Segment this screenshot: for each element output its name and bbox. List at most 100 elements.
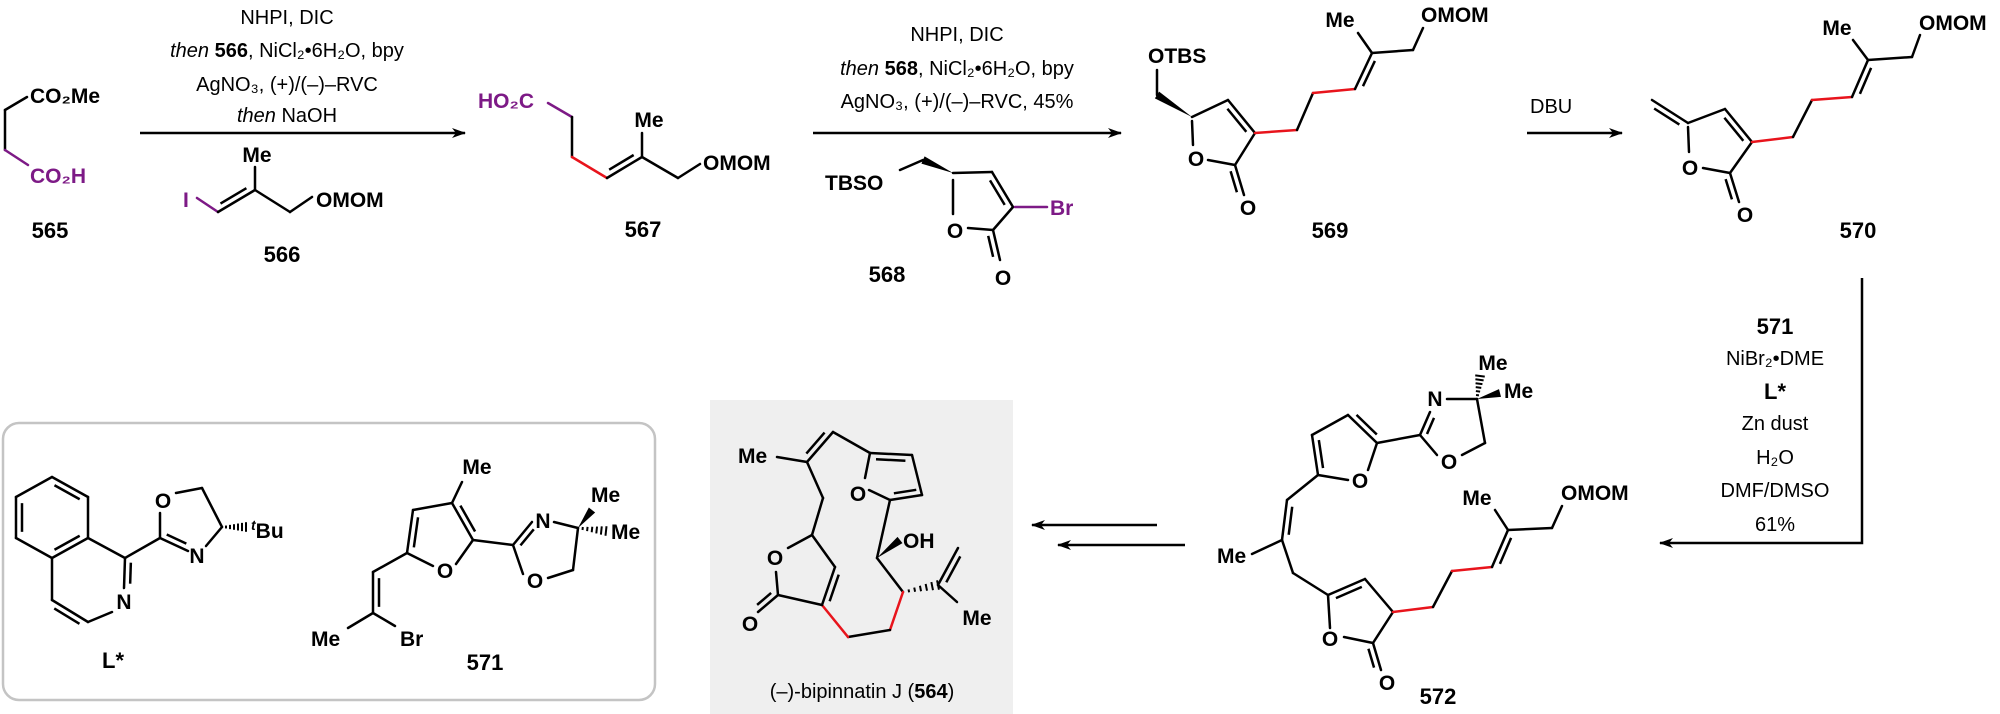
atom-label: TBSO	[825, 172, 883, 195]
bond	[1910, 33, 1922, 59]
atom-label: Me	[1822, 17, 1851, 40]
bond	[411, 501, 454, 512]
double-bond-inner	[1367, 648, 1376, 669]
bond	[1233, 131, 1257, 167]
double-bond	[1353, 51, 1374, 91]
atom-label: O	[1379, 672, 1395, 695]
double-bond	[122, 556, 127, 590]
bond	[204, 525, 224, 548]
double-bond-inner	[1361, 60, 1377, 87]
atom-label: N	[189, 545, 204, 568]
bond	[123, 536, 162, 560]
atom-label: OTBS	[1148, 45, 1206, 68]
atom-label: N	[535, 510, 550, 533]
bond	[875, 556, 905, 594]
atom-label: CO₂H	[30, 165, 86, 188]
double-bond-inner	[945, 555, 962, 583]
bond	[454, 538, 475, 566]
hashed-bond	[930, 581, 934, 591]
double-bond-inner	[1425, 417, 1436, 435]
double-bond-inner	[1724, 178, 1734, 200]
bond	[775, 455, 809, 464]
bond	[1550, 504, 1564, 530]
double-bond	[450, 501, 475, 542]
wedge-bond	[578, 507, 596, 528]
double-bond-inner	[219, 187, 248, 205]
bond	[640, 155, 680, 180]
bond	[1190, 119, 1195, 147]
bond	[1431, 569, 1454, 609]
double-bond	[1728, 171, 1741, 204]
double-bond-inner	[1653, 107, 1681, 126]
atom-label: O	[437, 560, 453, 583]
hashed-bond	[918, 585, 923, 592]
double-bond-inner	[1723, 116, 1745, 142]
bond	[1253, 128, 1299, 135]
atom-label: Me	[591, 484, 620, 507]
bond	[1316, 473, 1350, 482]
atom-label: O	[1240, 197, 1256, 220]
double-bond-inner	[988, 179, 1006, 206]
wedge-bond	[1477, 389, 1502, 399]
condition-line: Zn dust	[1742, 413, 1809, 435]
bond-layer	[3, 26, 1922, 672]
condition-line: NHPI, DIC	[240, 7, 333, 29]
bond	[1326, 593, 1332, 630]
hashed-bond	[604, 526, 608, 536]
bond	[1356, 31, 1374, 55]
bond	[1366, 441, 1379, 472]
bond	[571, 526, 580, 572]
double-bond-inner	[828, 574, 840, 602]
bond	[810, 496, 825, 537]
bond	[1250, 538, 1284, 556]
compound-number: 571	[467, 650, 504, 675]
bond	[846, 628, 892, 639]
bond	[371, 551, 409, 574]
bond	[1391, 605, 1435, 614]
double-bond	[990, 170, 1015, 209]
bond	[450, 480, 464, 505]
bond	[1280, 538, 1295, 575]
atom-label: OH	[903, 530, 935, 553]
double-bond	[1850, 58, 1870, 99]
atom-label: CO₂Me	[30, 85, 100, 108]
atom-label: O	[1352, 470, 1368, 493]
double-bond	[511, 520, 534, 547]
bond	[786, 533, 814, 550]
condition-line: then 566, NiCl₂•6H₂O, bpy	[170, 40, 404, 62]
bond	[810, 533, 837, 569]
atom-label: Me	[1504, 380, 1533, 403]
condition-ligand: L*	[1764, 379, 1786, 404]
double-bond	[1723, 107, 1754, 144]
reagent-structures-box	[1, 421, 657, 702]
bond	[405, 551, 435, 568]
bond	[936, 583, 959, 604]
atom-label: Me	[242, 144, 271, 167]
condition-line: then 568, NiCl₂•6H₂O, bpy	[840, 58, 1074, 80]
condition-line: then NaOH	[237, 105, 337, 127]
bond	[1750, 135, 1795, 144]
double-bond-inner	[53, 607, 81, 625]
atom-label: O	[155, 490, 171, 513]
hashed-bond	[1475, 382, 1483, 386]
hashed-bond	[595, 526, 599, 534]
bond	[3, 95, 29, 112]
compound-568: TBSO O O Br 568	[825, 172, 1073, 290]
condition-line: NHPI, DIC	[910, 24, 1003, 46]
bond	[676, 162, 702, 180]
ligand-l-star: N N O tBu L*	[102, 490, 284, 673]
compound-number: 565	[32, 218, 69, 243]
double-bond-inner	[1355, 413, 1378, 436]
bond	[200, 486, 224, 529]
compound-570: O O Me OMOM 570	[1682, 12, 1987, 243]
atom-label: Me	[738, 445, 767, 468]
compound-566: I Me OMOM 566	[183, 144, 384, 267]
hashed-bond	[913, 587, 917, 592]
bond	[14, 536, 54, 560]
compound-number: 570	[1840, 218, 1877, 243]
bond	[1810, 95, 1854, 102]
atom-label: Me	[1217, 545, 1246, 568]
atom-label: O	[995, 267, 1011, 290]
bond	[288, 195, 314, 214]
bond	[1190, 98, 1230, 119]
